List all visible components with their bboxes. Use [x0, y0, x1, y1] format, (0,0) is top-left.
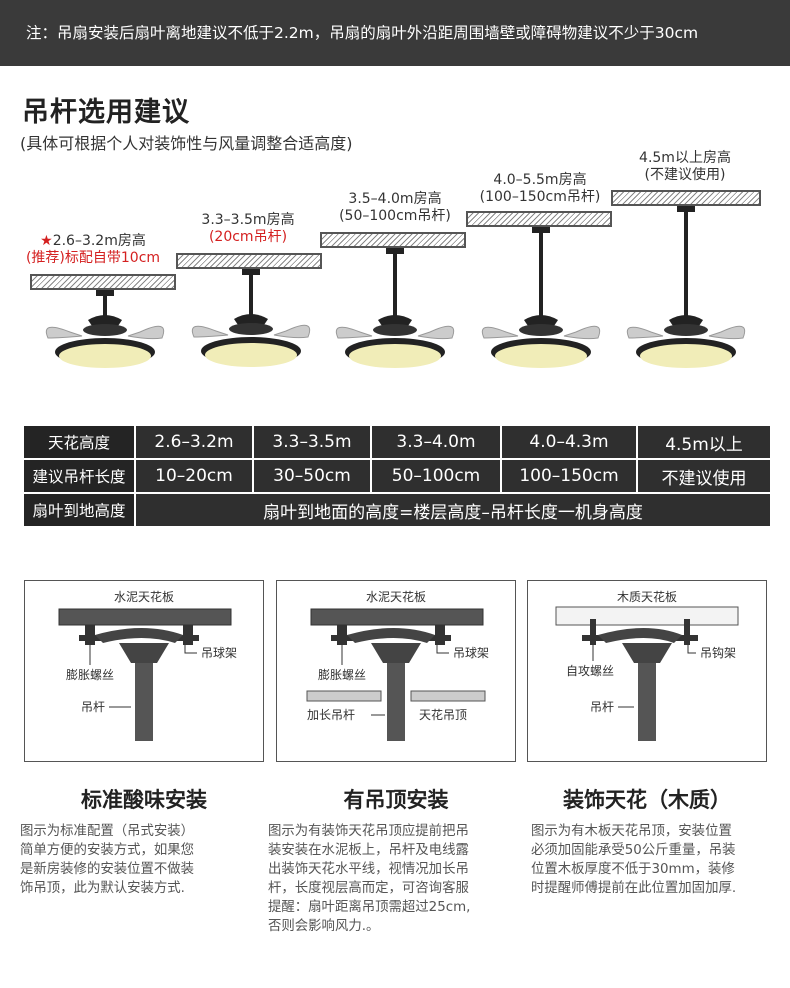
install-diagram-wood: 木质天花板 自攻螺丝 吊钩架 吊杆	[527, 580, 767, 762]
ceiling-slab-3	[320, 232, 466, 248]
level-label-3: 3.5–4.0m房高 (50–100cm吊杆)	[339, 191, 451, 224]
screw-label: 膨胀螺丝	[318, 668, 366, 682]
table-header-cell: 天花高度	[22, 424, 136, 460]
table-row: 扇叶到地高度 扇叶到地面的高度=楼层高度–吊杆长度一机身高度	[22, 492, 772, 528]
section-subtitle: (具体可根据个人对装饰性与风量调整合适高度)	[20, 134, 353, 153]
table-cell: 4.5m以上	[636, 424, 772, 460]
table-cell: 50–100cm	[370, 458, 502, 494]
screw-label: 膨胀螺丝	[66, 668, 114, 682]
mount-label: 吊球架	[453, 646, 489, 660]
ceiling-label: 水泥天花板	[114, 589, 174, 604]
ceiling-slab-4	[466, 211, 612, 227]
table-row: 建议吊杆长度 10–20cm 30–50cm 50–100cm 100–150c…	[22, 458, 772, 494]
notice-banner: 注：吊扇安装后扇叶离地建议不低于2.2m，吊扇的扇叶外沿距周围墙壁或障碍物建议不…	[0, 0, 790, 66]
table-cell: 3.3–3.5m	[252, 424, 372, 460]
ceiling-slab-2	[176, 253, 322, 269]
rod-label: 吊杆	[590, 700, 614, 714]
ceiling-label: 木质天花板	[617, 589, 677, 604]
section-title: 吊杆选用建议	[22, 97, 190, 128]
ceiling-slab-1	[30, 274, 176, 290]
table-cell: 4.0–4.3m	[500, 424, 638, 460]
table-header-cell: 扇叶到地高度	[22, 492, 136, 528]
mount-label: 吊球架	[201, 646, 237, 660]
extension-rod-label: 加长吊杆	[307, 708, 355, 722]
ceiling-label: 水泥天花板	[366, 589, 426, 604]
install-desc-wood: 图示为有木板天花吊顶，安装位置 必须加固能承受50公斤重量，吊装 位置木板厚度不…	[531, 824, 737, 896]
spec-table: 天花高度 2.6–3.2m 3.3–3.5m 3.3–4.0m 4.0–4.3m…	[22, 424, 772, 528]
level-label-2: 3.3–3.5m房高 (20cm吊杆)	[201, 212, 295, 245]
ceiling-fan-icon	[335, 248, 455, 368]
table-cell: 扇叶到地面的高度=楼层高度–吊杆长度一机身高度	[134, 492, 772, 528]
level-label-5: 4.5m以上房高 (不建议使用)	[639, 150, 731, 183]
install-desc-standard: 图示为标准配置（吊式安装） 简单方便的安装方式，如果您 是新房装修的安装位置不做…	[20, 824, 195, 896]
star-icon: ★	[40, 233, 53, 249]
table-row: 天花高度 2.6–3.2m 3.3–3.5m 3.3–4.0m 4.0–4.3m…	[22, 424, 772, 460]
install-title-suspended: 有吊顶安装	[343, 788, 449, 812]
ceiling-fan-icon	[191, 269, 311, 367]
table-cell: 100–150cm	[500, 458, 638, 494]
table-cell: 2.6–3.2m	[134, 424, 254, 460]
ceiling-fan-icon	[481, 227, 601, 368]
table-cell: 不建议使用	[636, 458, 772, 494]
ceiling-fan-icon	[626, 206, 746, 368]
table-cell: 3.3–4.0m	[370, 424, 502, 460]
install-desc-suspended: 图示为有装饰天花吊顶应提前把吊 装安装在水泥板上，吊杆及电线露 出装饰天花水平线…	[268, 824, 471, 934]
rod-label: 吊杆	[81, 700, 105, 714]
screw-label: 自攻螺丝	[566, 664, 614, 678]
false-ceiling-label: 天花吊顶	[419, 707, 467, 722]
install-title-wood: 装饰天花（木质）	[563, 788, 731, 812]
ceiling-slab-5	[611, 190, 761, 206]
table-header-cell: 建议吊杆长度	[22, 458, 136, 494]
level-label-1: ★2.6–3.2m房高 (推荐)标配自带10cm	[25, 233, 161, 266]
install-diagram-suspended: 水泥天花板 膨胀螺丝 吊球架 加长吊杆 天花吊顶	[276, 580, 516, 762]
level-label-4: 4.0–5.5m房高 (100–150cm吊杆)	[479, 172, 601, 205]
install-title-standard: 标准酸味安装	[81, 788, 207, 812]
table-cell: 10–20cm	[134, 458, 254, 494]
ceiling-fan-icon	[45, 290, 165, 368]
install-diagram-standard: 水泥天花板 膨胀螺丝 吊球架 吊杆	[24, 580, 264, 762]
mount-label: 吊钩架	[700, 646, 736, 660]
table-cell: 30–50cm	[252, 458, 372, 494]
